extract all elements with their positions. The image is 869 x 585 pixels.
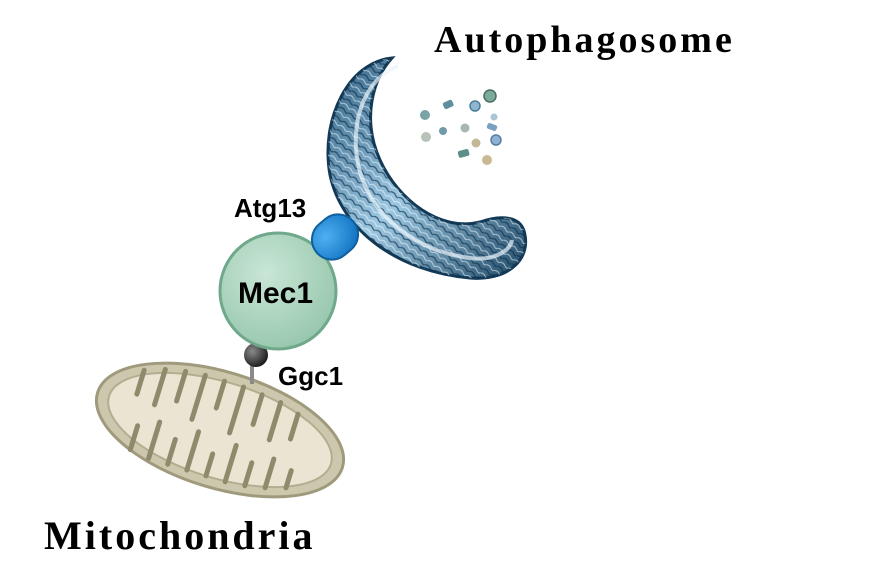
mec1-protein	[218, 231, 338, 351]
cargo-particle	[460, 123, 470, 133]
mitochondrion-shape	[94, 361, 346, 499]
cargo-particle	[486, 123, 498, 131]
cargo-particle	[421, 132, 431, 142]
cargo-particle	[420, 110, 430, 120]
mec1-label: Mec1	[238, 277, 314, 310]
cargo-particle	[482, 155, 492, 165]
cargo-particle	[442, 99, 454, 110]
cargo-particle	[439, 127, 447, 135]
cargo-particle	[490, 113, 498, 121]
autophagosome-label: Autophagosome	[434, 19, 735, 61]
autophagosome-shape	[326, 56, 528, 280]
atg13-protein	[310, 213, 360, 261]
cargo-particle	[490, 134, 502, 146]
cargo-particle	[457, 148, 470, 158]
cargo-particle	[483, 89, 497, 103]
ggc1-label: Ggc1	[278, 361, 344, 391]
cargo-particle	[469, 100, 481, 112]
cargo-particles	[420, 89, 502, 165]
mitochondrion-cristae	[127, 366, 301, 491]
mitochondria-label: Mitochondria	[44, 513, 316, 558]
cargo-particle	[471, 138, 481, 148]
atg13-label: Atg13	[234, 193, 307, 223]
ggc1-protein	[244, 343, 268, 367]
